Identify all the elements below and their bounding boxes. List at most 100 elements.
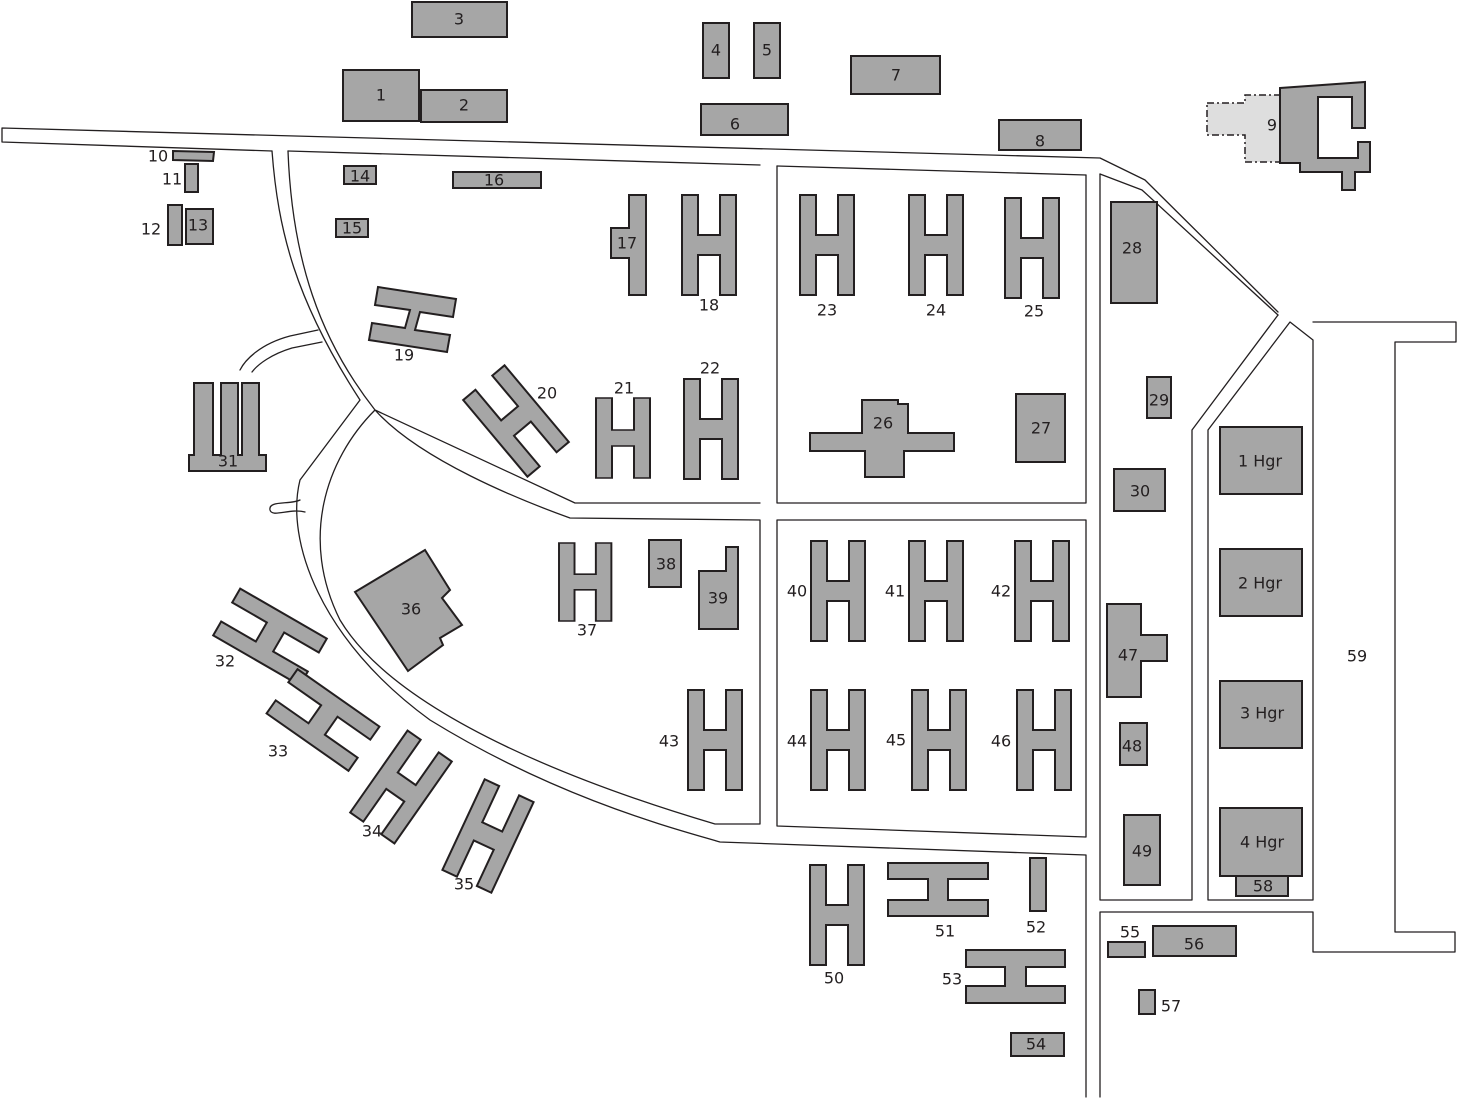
label-28: 28 [1122, 239, 1142, 258]
label-43: 43 [659, 732, 679, 751]
building-58 [1235, 875, 1289, 897]
building-10 [172, 149, 216, 163]
label-2: 2 [459, 96, 469, 115]
building-43 [687, 689, 743, 791]
building-34 [348, 729, 454, 845]
building-23 [799, 194, 855, 296]
label-20: 20 [537, 384, 557, 403]
label-46: 46 [991, 732, 1011, 751]
building-39 [698, 546, 739, 630]
label-11: 11 [162, 170, 182, 189]
label-59: 59 [1347, 647, 1367, 666]
hangar-4 [1219, 807, 1303, 877]
building-48 [1119, 722, 1148, 766]
building-22 [683, 378, 739, 480]
label-6: 6 [730, 115, 740, 134]
label-hangar-2: 2 Hgr [1238, 574, 1282, 593]
building-15 [335, 218, 369, 238]
building-14 [343, 165, 377, 185]
hangar-2 [1219, 548, 1303, 617]
label-3: 3 [454, 10, 464, 29]
building-9 [1279, 80, 1371, 191]
label-7: 7 [891, 66, 901, 85]
building-31 [188, 382, 267, 472]
label-42: 42 [991, 582, 1011, 601]
label-55: 55 [1120, 923, 1140, 942]
building-37 [558, 542, 613, 622]
building-28 [1110, 201, 1158, 304]
building-38 [648, 539, 682, 588]
label-13: 13 [188, 216, 208, 235]
label-21: 21 [614, 379, 634, 398]
buildings [167, 1, 1371, 1057]
building-12 [167, 204, 183, 246]
building-11 [184, 163, 199, 193]
label-37: 37 [577, 621, 597, 640]
label-8: 8 [1035, 132, 1045, 151]
building-52 [1029, 857, 1047, 912]
label-5: 5 [762, 41, 772, 60]
building-16 [452, 171, 542, 189]
label-18: 18 [699, 296, 719, 315]
building-25 [1004, 197, 1060, 299]
label-58: 58 [1253, 877, 1273, 896]
label-54: 54 [1026, 1035, 1046, 1054]
label-hangar-3: 3 Hgr [1240, 704, 1284, 723]
hangar-3 [1219, 680, 1303, 749]
building-45 [911, 689, 967, 791]
label-34: 34 [362, 822, 382, 841]
building-54 [1010, 1032, 1065, 1057]
label-1: 1 [376, 86, 386, 105]
label-hangar-4: 4 Hgr [1240, 833, 1284, 852]
building-17 [610, 194, 647, 296]
label-44: 44 [787, 732, 807, 751]
building-3 [411, 1, 508, 38]
label-23: 23 [817, 301, 837, 320]
building-47 [1106, 603, 1168, 698]
building-24 [908, 194, 964, 296]
label-hangar-1: 1 Hgr [1238, 452, 1282, 471]
label-51: 51 [935, 922, 955, 941]
building-51 [887, 862, 989, 917]
road-network [1, 127, 1457, 1098]
label-40: 40 [787, 582, 807, 601]
label-22: 22 [700, 359, 720, 378]
label-25: 25 [1024, 302, 1044, 321]
building-26 [809, 399, 955, 478]
label-24: 24 [926, 301, 946, 320]
building-33 [265, 667, 381, 773]
label-45: 45 [886, 731, 906, 750]
label-10: 10 [148, 147, 168, 166]
building-40 [810, 540, 866, 642]
road-west-curve-inner [287, 150, 761, 825]
building-55 [1107, 941, 1146, 958]
building-36 [353, 548, 464, 673]
building-57 [1138, 989, 1156, 1015]
building-56 [1152, 925, 1237, 957]
label-56: 56 [1184, 935, 1204, 954]
label-17: 17 [617, 234, 637, 253]
road-east-strip [1099, 173, 1314, 901]
label-31: 31 [218, 452, 238, 471]
road-main-north [1, 127, 1279, 316]
label-12: 12 [141, 220, 161, 239]
building-20 [461, 363, 571, 479]
building-27 [1015, 393, 1066, 463]
building-19 [367, 285, 458, 354]
label-41: 41 [885, 582, 905, 601]
building-7 [850, 55, 941, 95]
label-49: 49 [1132, 842, 1152, 861]
label-38: 38 [656, 555, 676, 574]
label-19: 19 [394, 346, 414, 365]
label-47: 47 [1118, 646, 1138, 665]
building-44 [810, 689, 866, 791]
label-35: 35 [454, 875, 474, 894]
label-32: 32 [215, 652, 235, 671]
building-49 [1123, 814, 1161, 886]
label-57: 57 [1161, 997, 1181, 1016]
road-spur-32 [269, 499, 306, 514]
label-16: 16 [484, 171, 504, 190]
building-46 [1016, 689, 1072, 791]
building-5 [753, 22, 781, 79]
